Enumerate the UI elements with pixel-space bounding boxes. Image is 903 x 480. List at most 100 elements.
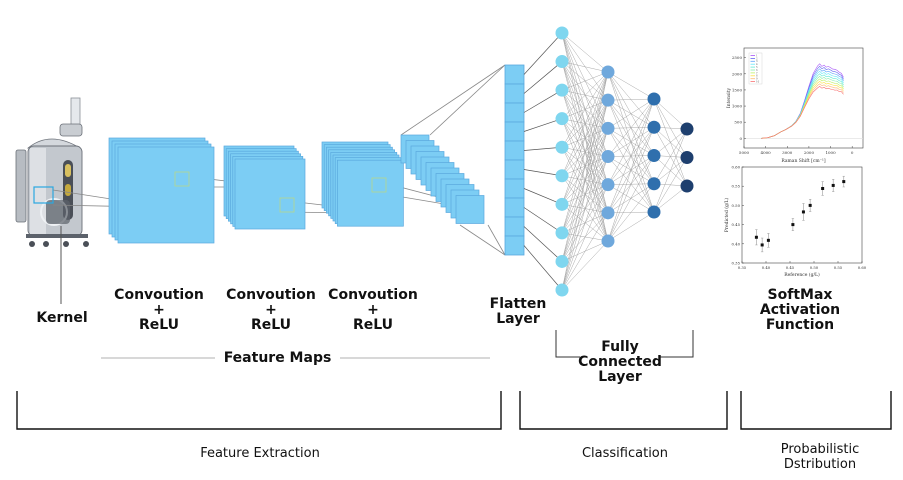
connection-edge [607, 98, 655, 242]
neuron-layer-3 [647, 120, 661, 134]
feature-map-stack-4 [400, 134, 485, 224]
connection-edge [607, 98, 655, 185]
legend-entry: 7 [756, 72, 758, 75]
connection-edge [561, 184, 609, 291]
connection-edge [561, 32, 609, 73]
connection-edge [561, 71, 609, 233]
flatten-edge [523, 245, 563, 291]
y-tick-label: 0.55 [732, 184, 741, 189]
connection-edge [653, 185, 688, 213]
receptive-field [279, 197, 295, 213]
connection-edge [607, 98, 655, 101]
connection-edge [607, 155, 655, 242]
connection-edge [561, 240, 609, 291]
y-tick-label: 1000 [732, 104, 743, 109]
feature-map-stack-3 [321, 141, 404, 227]
neuron-layer-1 [555, 197, 569, 211]
flatten-cell [504, 102, 525, 123]
connection-edge [607, 183, 655, 242]
y-tick-label: 0.60 [732, 165, 741, 170]
flatten-cell [504, 121, 525, 142]
flatten-cell [504, 159, 525, 180]
y-tick-label: 500 [734, 120, 742, 125]
flatten-cell [504, 178, 525, 199]
connection-edge [561, 61, 609, 73]
data-point [831, 183, 835, 187]
y-tick-label: 1500 [732, 87, 743, 92]
y-tick-label: 0.35 [732, 261, 741, 266]
data-point [808, 203, 812, 207]
data-point [760, 243, 764, 247]
receptive-field [371, 177, 387, 193]
x-tick-label: 0.45 [786, 265, 795, 270]
x-tick-label: 5000 [739, 150, 750, 155]
feature-map [117, 146, 215, 244]
data-point [754, 235, 758, 239]
conv2-label: Convoution + ReLU [226, 287, 316, 333]
spectrum-series [761, 86, 844, 139]
data-point [821, 187, 825, 191]
legend-entry: 6 [756, 69, 758, 72]
legend-entry: 4 [756, 63, 758, 66]
fully-connected-edges [523, 32, 688, 291]
connection-edge [561, 100, 609, 291]
neuron-layer-2 [601, 121, 615, 135]
conv1-label: Convoution + ReLU [114, 287, 204, 333]
legend-entry: 9 [756, 78, 758, 81]
connection-edge [607, 98, 655, 129]
legend-entry: 1 [756, 54, 758, 57]
flatten-edge [523, 32, 563, 75]
x-tick-label: 0.50 [810, 265, 819, 270]
connection-edge [561, 71, 609, 262]
neuron-layer-3 [647, 177, 661, 191]
data-point [766, 238, 770, 242]
neuron-layer-1 [555, 55, 569, 69]
x-tick-label: 0.55 [834, 265, 843, 270]
fully-connected-nodes [555, 26, 694, 297]
neuron-layer-2 [601, 234, 615, 248]
flatten-cell [504, 83, 525, 104]
neuron-layer-4 [680, 179, 694, 193]
neuron-layer-1 [555, 254, 569, 268]
neuron-layer-2 [601, 206, 615, 220]
feature-extraction-bracket [16, 391, 502, 430]
receptive-field [174, 171, 190, 187]
section-label-feature-extraction: Feature Extraction [200, 446, 320, 461]
conv3-label: Convoution + ReLU [328, 287, 418, 333]
section-brackets [16, 391, 892, 430]
neuron-layer-1 [555, 169, 569, 183]
section-label-probabilistic-distribution: Probabilistic Dstribution [780, 442, 860, 472]
connection-edge [653, 157, 688, 213]
connection-edge [561, 71, 609, 119]
neuron-layer-1 [555, 112, 569, 126]
legend-entry: 10 [756, 81, 760, 84]
neuron-layer-1 [555, 226, 569, 240]
neuron-layer-2 [601, 65, 615, 79]
flatten-edge [523, 226, 563, 262]
kernel-label: Kernel [36, 310, 88, 326]
x-tick-label: 2000 [804, 150, 815, 155]
x-axis-label: Raman Shift [cm⁻¹] [781, 158, 825, 164]
probabilistic-bracket [740, 391, 892, 430]
flatten-layer [504, 64, 525, 256]
fully-connected-label: Fully Connected Layer [578, 339, 662, 385]
x-tick-label: 0.40 [762, 265, 771, 270]
flatten-label: Flatten Layer [489, 296, 547, 327]
y-tick-label: 0.45 [732, 222, 741, 227]
legend-entry: 8 [756, 75, 758, 78]
neuron-layer-1 [555, 283, 569, 297]
bioreactor-illustration [15, 97, 89, 304]
flatten-cell [504, 64, 525, 85]
feature-map-stack-1 [108, 137, 215, 244]
connection-edge [561, 71, 609, 148]
x-tick-label: 4000 [761, 150, 772, 155]
chart-frame [743, 47, 864, 149]
connection-edge [561, 71, 609, 291]
y-tick-label: 0.40 [732, 241, 741, 246]
connection-edge [561, 128, 609, 291]
connection-edge [561, 71, 609, 91]
connection-edge [607, 211, 655, 242]
